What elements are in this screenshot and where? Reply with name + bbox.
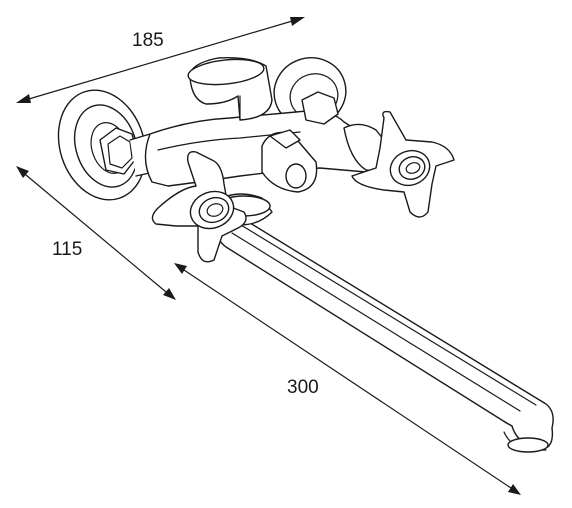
- dimension-label-300: 300: [287, 377, 319, 398]
- faucet-body: [144, 110, 376, 187]
- right-cross-handle[interactable]: [351, 110, 455, 218]
- diverter-lever: [261, 129, 318, 193]
- dimension-line-300: [174, 263, 521, 495]
- dimension-label-185: 185: [132, 30, 164, 51]
- dimension-line-115: [16, 166, 176, 300]
- dimension-label-115: 115: [52, 239, 83, 260]
- dimension-line-185: [16, 17, 305, 103]
- right-hex-nut: [301, 91, 339, 125]
- spout: [216, 211, 554, 453]
- left-cross-handle[interactable]: [151, 151, 247, 263]
- top-outlet-pipe: [187, 56, 273, 121]
